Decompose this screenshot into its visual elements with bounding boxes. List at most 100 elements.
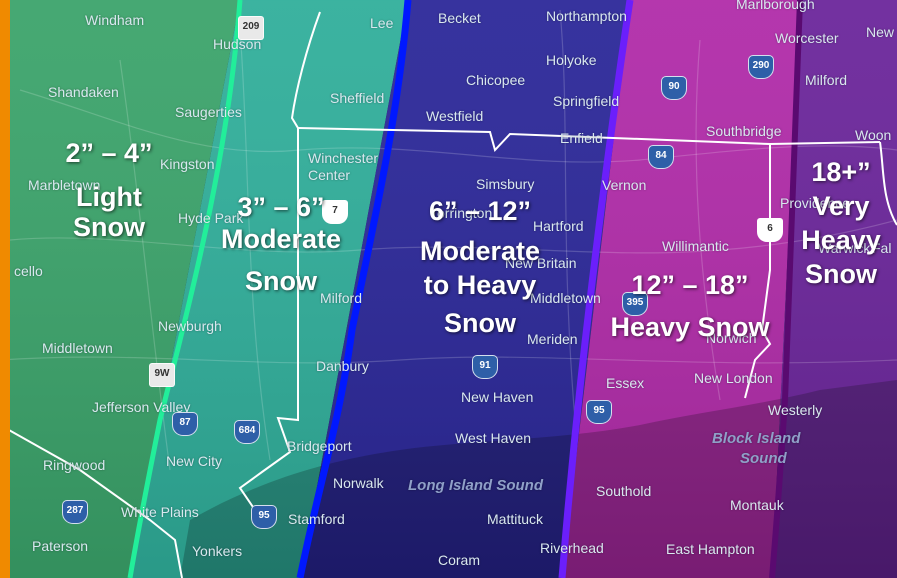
- place-label: Hyde Park: [178, 210, 244, 226]
- place-label: Marbletown: [28, 177, 101, 193]
- place-label: Marlborough: [736, 0, 815, 12]
- place-label: Westerly: [768, 402, 823, 418]
- route-shield-icon: 395: [622, 292, 648, 316]
- route-shield-icon: 90: [661, 76, 687, 100]
- zone-moderate-amount: 3” – 6”: [237, 192, 325, 222]
- state-boundaries: [0, 11, 897, 578]
- zone-moderate-label: 3” – 6” Moderate Snow: [196, 192, 366, 296]
- zone-light-label: 2” – 4” Light Snow: [44, 138, 174, 242]
- place-label: Fal: [872, 240, 892, 256]
- route-shield-icon: 287: [62, 500, 88, 524]
- place-label: Norwich: [706, 330, 757, 346]
- zone-moderate-name: Moderate: [220, 224, 342, 254]
- route-shield-icon: 684: [234, 420, 260, 444]
- place-label: New London: [694, 370, 773, 386]
- place-label: New Haven: [461, 389, 534, 405]
- place-label: Hartford: [533, 218, 584, 234]
- place-label: Bridgeport: [287, 438, 352, 454]
- place-label: Northampton: [546, 8, 627, 24]
- zone-light-name: Snow: [73, 212, 145, 242]
- place-label: cello: [14, 263, 43, 279]
- place-label: Sheffield: [330, 90, 385, 106]
- place-label: Milford: [320, 290, 363, 306]
- place-label: Enfield: [560, 130, 603, 146]
- zone-very-heavy-amount: 18+”: [811, 157, 871, 187]
- water-label: Block Island: [712, 430, 801, 447]
- route-shield-icon: 290: [748, 55, 774, 79]
- zone-heavy-label: 12” – 18” Heavy Snow: [590, 270, 790, 342]
- place-label: Milford: [805, 72, 848, 88]
- water-label: Sound: [740, 450, 787, 467]
- place-label: Middletown: [530, 290, 601, 306]
- place-label: East Hampton: [666, 541, 755, 557]
- place-label: Lee: [370, 15, 394, 31]
- route-shield-icon: 9W: [149, 363, 175, 387]
- place-label: Danbury: [316, 358, 369, 374]
- place-label: Coram: [438, 552, 481, 568]
- zone-heavy-name: Heavy Snow: [610, 312, 770, 342]
- place-label: Vernon: [602, 177, 647, 193]
- place-label: Westfield: [426, 108, 484, 124]
- band-edge-moderate-heavy: [296, 0, 412, 578]
- place-label: Meriden: [527, 331, 578, 347]
- band-edge-very-heavy: [769, 0, 803, 578]
- route-shield-icon: 209: [238, 16, 264, 40]
- place-label: Saugerties: [175, 104, 242, 120]
- frame-left-edge: [0, 0, 10, 578]
- place-label: West Haven: [455, 430, 531, 446]
- route-shield-icon: 84: [648, 145, 674, 169]
- place-label: Shandaken: [48, 84, 119, 100]
- place-label: Paterson: [32, 538, 89, 554]
- zone-moderate-heavy-amount: 6” – 12”: [428, 196, 532, 226]
- zone-moderate-heavy-name: to Heavy: [423, 270, 537, 300]
- place-label: Worcester: [775, 30, 839, 46]
- zone-moderate-heavy-label: 6” – 12” Moderate to Heavy Snow: [390, 196, 570, 338]
- place-label: Hudson: [213, 36, 262, 52]
- route-shield-icon: 7: [322, 200, 348, 224]
- place-label: White Plains: [121, 504, 199, 520]
- place-label: Essex: [606, 375, 645, 391]
- place-label: Riverhead: [540, 540, 604, 556]
- route-shield-icon: 95: [586, 400, 612, 424]
- place-label: Winchester Center: [308, 150, 379, 183]
- place-label: New: [866, 24, 895, 40]
- zone-light-amount: 2” – 4”: [65, 138, 153, 168]
- zone-moderate-name: Snow: [245, 266, 317, 296]
- zone-moderate-heavy-name: Moderate: [419, 236, 541, 266]
- place-label: Mattituck: [487, 511, 544, 527]
- zone-very-heavy-label: 18+” Very Heavy Snow: [786, 157, 896, 289]
- place-label: Warwick: [818, 240, 871, 256]
- zone-very-heavy-name: Heavy: [801, 225, 881, 255]
- place-label: New Britain: [505, 255, 577, 271]
- water-label: Long Island Sound: [408, 477, 543, 494]
- zone-light-name: Light: [76, 182, 142, 212]
- place-label: Montauk: [730, 497, 784, 513]
- place-label: Kingston: [160, 156, 215, 172]
- place-label: Ringwood: [43, 457, 106, 473]
- zone-very-heavy-name: Very: [812, 191, 870, 221]
- place-label: Springfield: [553, 93, 620, 109]
- place-label: Yonkers: [192, 543, 243, 559]
- place-label: Newburgh: [158, 318, 222, 334]
- place-label: Willimantic: [662, 238, 729, 254]
- place-label: New City: [166, 453, 223, 469]
- route-shield-icon: 91: [472, 355, 498, 379]
- place-label: Southbridge: [706, 123, 782, 139]
- place-label: Southold: [596, 483, 652, 499]
- zone-heavy-amount: 12” – 18”: [631, 270, 749, 300]
- zone-moderate-heavy-name: Snow: [444, 308, 516, 338]
- place-label: Norwalk: [333, 475, 384, 491]
- place-label: Torrington: [430, 205, 493, 221]
- place-label: Windham: [85, 12, 145, 28]
- place-label: Woon: [855, 127, 892, 143]
- place-label: Middletown: [42, 340, 113, 356]
- place-label: Becket: [438, 10, 481, 26]
- place-label: Chicopee: [466, 72, 526, 88]
- place-label: Holyoke: [546, 52, 597, 68]
- route-shield-icon: 95: [251, 505, 277, 529]
- place-label: Stamford: [288, 511, 345, 527]
- place-label: Providence: [780, 195, 851, 211]
- route-shield-icon: 6: [757, 218, 783, 242]
